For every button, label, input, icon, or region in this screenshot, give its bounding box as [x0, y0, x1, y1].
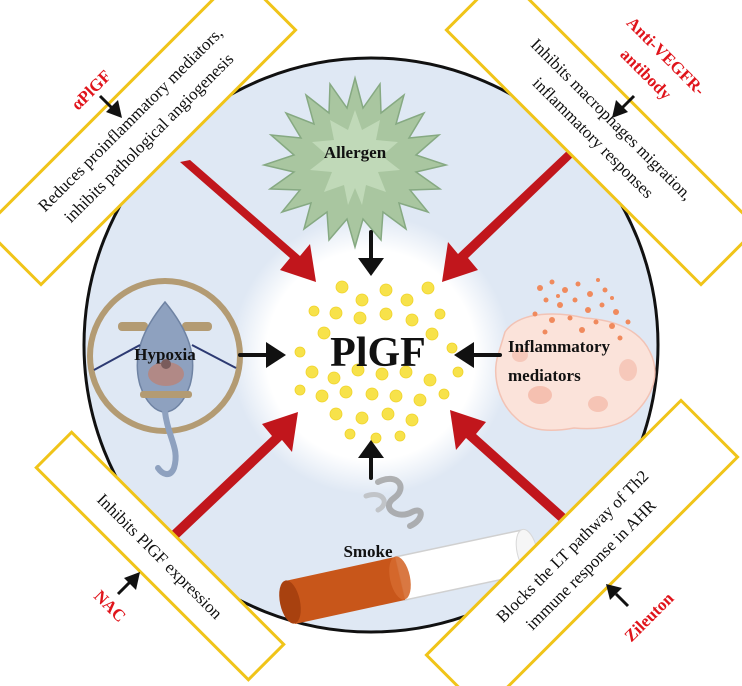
inflammatory-cells-icon [495, 278, 656, 432]
bottom-right-drug-arrow [606, 584, 630, 608]
bottom-right-drug-label: Zileuton [621, 588, 678, 645]
top-right-drug-arrow [612, 94, 636, 118]
bottom-left-drug-arrow [116, 572, 140, 596]
hypoxia-label: Hypoxia [134, 345, 196, 364]
inner-glow [231, 215, 511, 495]
top-left-drug-arrow [98, 94, 122, 118]
allergen-icon [261, 75, 449, 250]
plgf-molecule-dots [294, 280, 464, 444]
black-arrows [238, 230, 502, 480]
smoke-label: Smoke [343, 542, 393, 561]
allergen-label: Allergen [324, 143, 387, 162]
bottom-left-drug-label: NAC [90, 586, 129, 625]
smoke-icon [363, 475, 424, 529]
inflammatory-label-line1: Inflammatory [508, 337, 610, 356]
inflammatory-label-line2: mediators [508, 366, 581, 385]
red-arrows [158, 150, 590, 548]
plgf-center-title: PlGF [330, 330, 426, 376]
hypoxia-icon [87, 278, 243, 477]
